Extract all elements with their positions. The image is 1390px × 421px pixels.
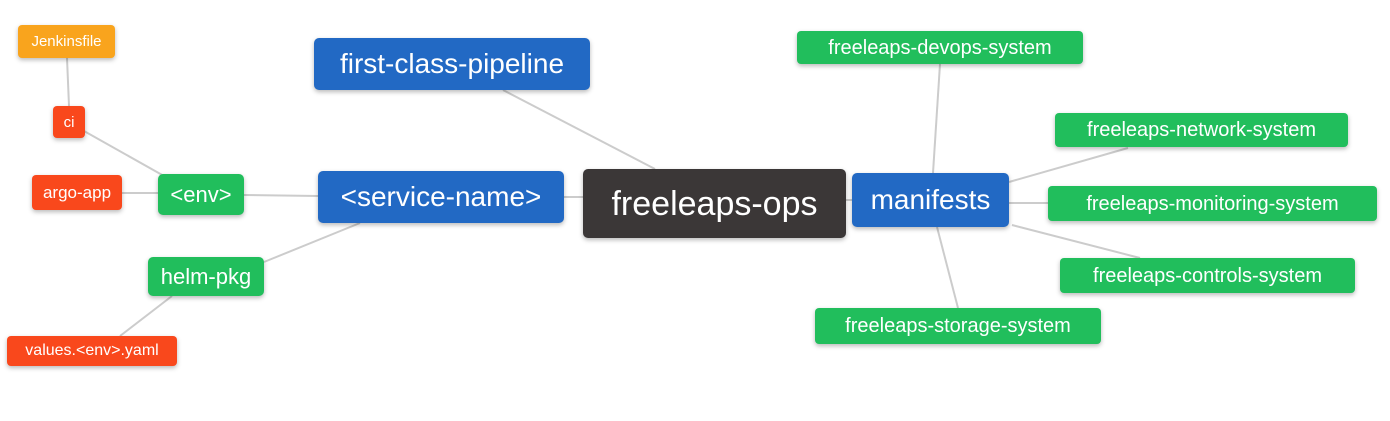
- node-service-name[interactable]: <service-name>: [318, 171, 564, 223]
- edge-manifests-storage-system: [936, 226, 959, 309]
- node-env[interactable]: <env>: [158, 174, 244, 215]
- edge-env-service-name: [243, 194, 319, 197]
- edge-manifests-network-system: [1008, 147, 1129, 183]
- edge-helm-pkg-values-env-yaml: [119, 295, 173, 337]
- node-first-class-pipeline[interactable]: first-class-pipeline: [314, 38, 590, 90]
- node-ci[interactable]: ci: [53, 106, 85, 138]
- edge-ci-env: [83, 130, 165, 177]
- node-freeleaps-devops-system[interactable]: freeleaps-devops-system: [797, 31, 1083, 64]
- edge-manifests-devops-system: [932, 63, 941, 174]
- node-jenkinsfile[interactable]: Jenkinsfile: [18, 25, 115, 58]
- edge-manifests-controls-system: [1011, 224, 1141, 259]
- node-freeleaps-network-system[interactable]: freeleaps-network-system: [1055, 113, 1348, 147]
- edge-service-name-helm-pkg: [263, 222, 361, 263]
- node-values-env-yaml[interactable]: values.<env>.yaml: [7, 336, 177, 366]
- node-freeleaps-storage-system[interactable]: freeleaps-storage-system: [815, 308, 1101, 344]
- node-freeleaps-ops[interactable]: freeleaps-ops: [583, 169, 846, 238]
- edge-first-class-pipeline-freeleaps-ops: [502, 89, 656, 170]
- node-helm-pkg[interactable]: helm-pkg: [148, 257, 264, 296]
- edge-jenkinsfile-ci: [66, 57, 70, 107]
- node-argo-app[interactable]: argo-app: [32, 175, 122, 210]
- node-manifests[interactable]: manifests: [852, 173, 1009, 227]
- node-freeleaps-monitoring-system[interactable]: freeleaps-monitoring-system: [1048, 186, 1377, 221]
- node-freeleaps-controls-system[interactable]: freeleaps-controls-system: [1060, 258, 1355, 293]
